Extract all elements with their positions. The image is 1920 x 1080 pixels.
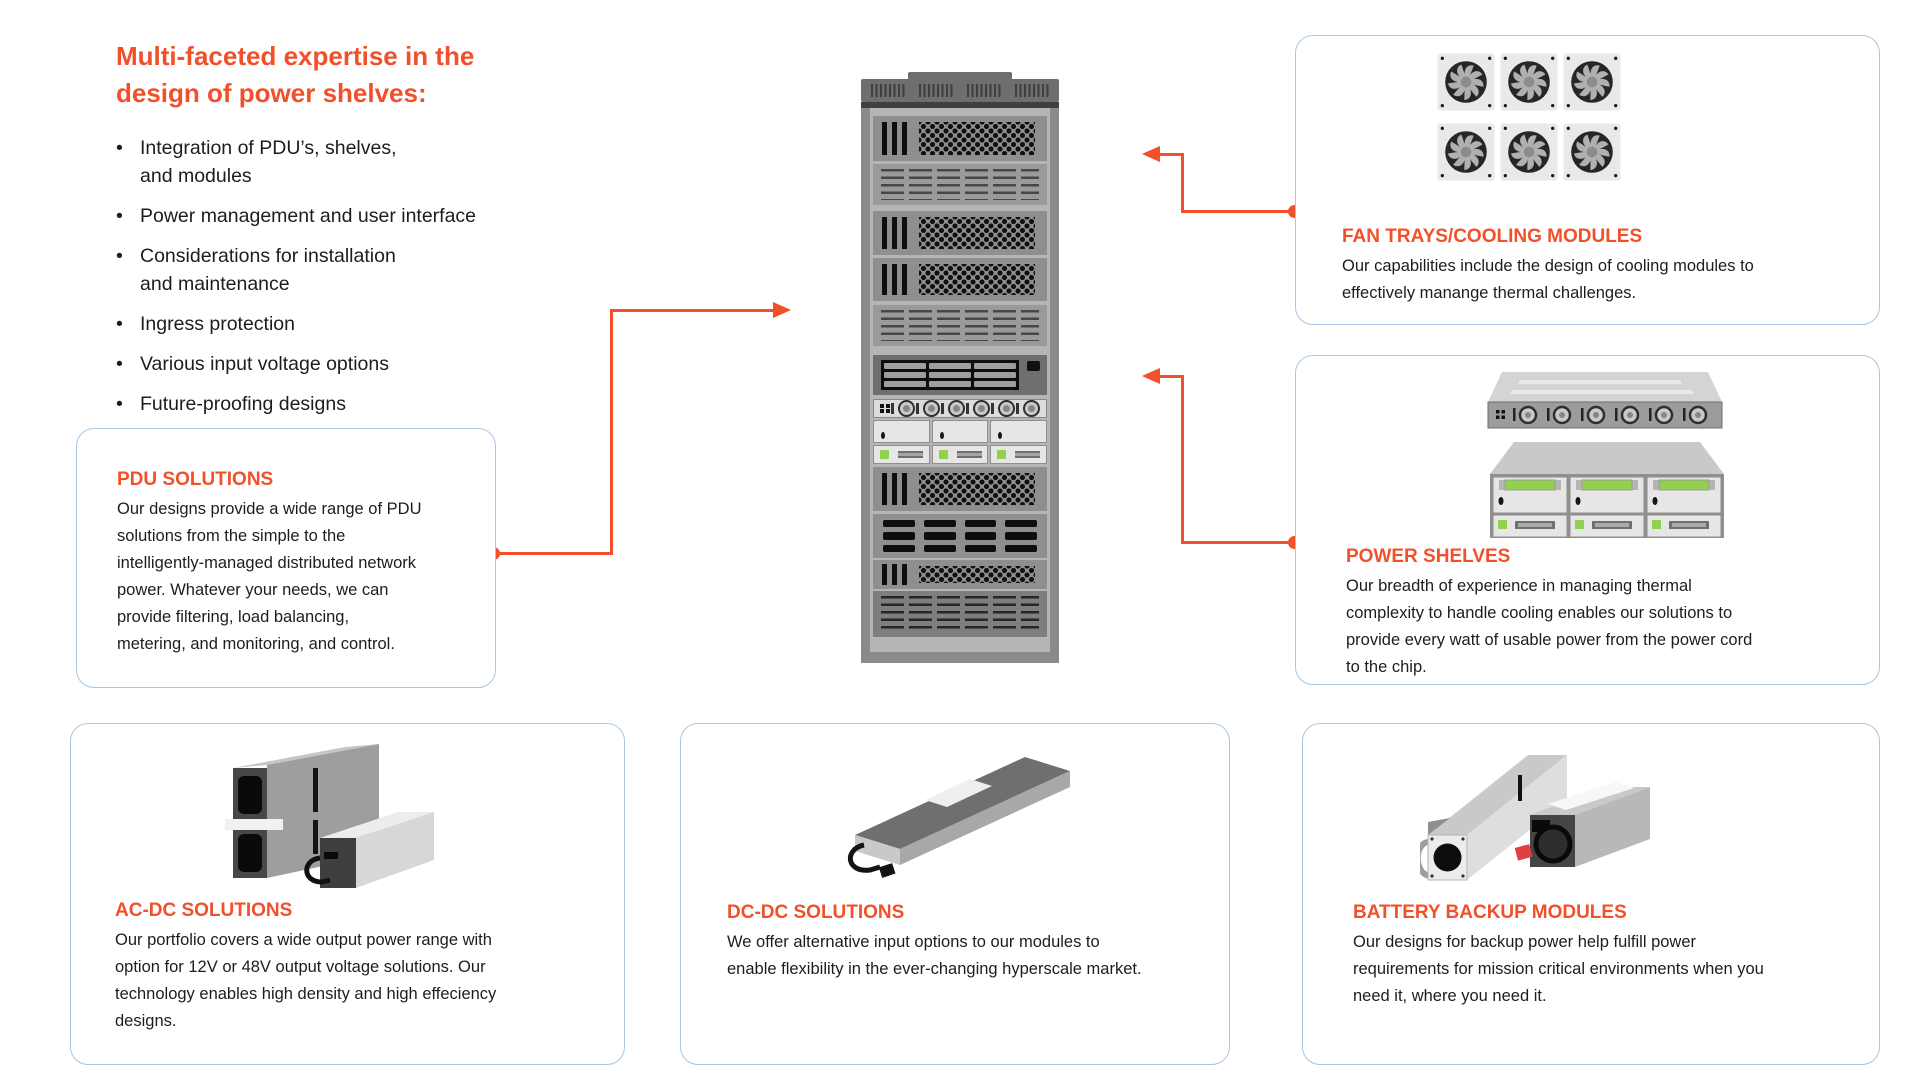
bullet-item: Power management and user interface bbox=[116, 202, 596, 230]
dc-dc-title: DC-DC SOLUTIONS bbox=[727, 902, 905, 923]
page-title: Multi-faceted expertise in the design of… bbox=[116, 41, 475, 108]
fan-icon bbox=[941, 400, 965, 417]
battery-backup-body: Our designs for backup power help fulfil… bbox=[1353, 933, 1764, 1005]
power-shelves-body: Our breadth of experience in managing th… bbox=[1346, 577, 1753, 676]
rack-cap-vents bbox=[967, 84, 1001, 97]
arrowhead-icon bbox=[1142, 146, 1160, 162]
rack-unit-perforated bbox=[873, 211, 1047, 255]
power-module-led bbox=[997, 450, 1007, 459]
power-module-led bbox=[938, 450, 948, 459]
arrowhead-icon bbox=[1142, 368, 1160, 384]
rack-unit-perforated bbox=[873, 467, 1047, 511]
power-shelves-title: POWER SHELVES bbox=[1346, 546, 1511, 567]
rack-unit-vent bbox=[873, 164, 1047, 205]
rack-cap-vents bbox=[1015, 84, 1049, 97]
pdu-solutions-card: PDU SOLUTIONS Our designs provide a wide… bbox=[76, 428, 496, 688]
fan-icon bbox=[1437, 53, 1495, 111]
rack-unit-vent bbox=[873, 591, 1047, 637]
rack-unit-power-shelf-bottom bbox=[873, 445, 1047, 464]
rack-top-cap bbox=[861, 79, 1059, 102]
bullet-item: Integration of PDU’s, shelves, and modul… bbox=[116, 134, 596, 190]
rack-unit-power-shelf-top bbox=[873, 420, 1047, 443]
rack-unit-perforated bbox=[873, 560, 1047, 589]
dc-dc-illustration bbox=[847, 757, 1070, 878]
bullet-item: Future-proofing designs bbox=[116, 390, 596, 418]
rack-body bbox=[861, 108, 1059, 663]
battery-backup-card: BATTERY BACKUP MODULES Our designs for b… bbox=[1302, 723, 1880, 1065]
arrowhead-icon bbox=[773, 302, 791, 318]
ac-dc-title: AC-DC SOLUTIONS bbox=[115, 900, 293, 921]
rack-unit-server bbox=[873, 355, 1047, 395]
rack-cap-vents bbox=[871, 84, 905, 97]
pdu-solutions-title: PDU SOLUTIONS bbox=[117, 469, 274, 490]
rack-cap-vents bbox=[919, 84, 953, 97]
pdu-solutions-body: Our designs provide a wide range of PDU … bbox=[117, 500, 422, 653]
ac-dc-body: Our portfolio covers a wide output power… bbox=[115, 931, 497, 1030]
fan-trays-body: Our capabilities include the design of c… bbox=[1342, 257, 1754, 302]
dc-dc-body: We offer alternative input options to ou… bbox=[727, 933, 1142, 978]
fan-icon bbox=[966, 400, 990, 417]
battery-backup-illustration bbox=[1420, 755, 1650, 881]
fan-icon bbox=[991, 400, 1015, 417]
power-shelves-illustration bbox=[1487, 372, 1724, 538]
rack-unit-perforated bbox=[873, 116, 1047, 161]
fan-shelf-connector bbox=[880, 403, 890, 414]
expertise-bullet-list: Integration of PDU’s, shelves, and modul… bbox=[116, 134, 596, 418]
rack-unit-perforated bbox=[873, 258, 1047, 301]
fan-icon bbox=[1500, 53, 1558, 111]
fan-trays-title: FAN TRAYS/COOLING MODULES bbox=[1342, 226, 1643, 247]
server-chip bbox=[1027, 361, 1040, 371]
fan-icon bbox=[1563, 123, 1621, 181]
power-module-led bbox=[880, 450, 889, 459]
fan-icon bbox=[916, 400, 940, 417]
fan-icon bbox=[891, 400, 915, 417]
server-rack-illustration bbox=[861, 72, 1059, 663]
intro-panel: Multi-faceted expertise in the design of… bbox=[116, 38, 596, 430]
ac-dc-illustration bbox=[225, 744, 434, 888]
rack-unit-blanking bbox=[873, 514, 1047, 558]
fan-icon bbox=[1500, 123, 1558, 181]
rack-cap-strip bbox=[861, 102, 1059, 108]
rack-unit-vent bbox=[873, 305, 1047, 346]
fan-tray-illustration bbox=[1437, 53, 1621, 181]
rack-unit-fan-shelf bbox=[873, 399, 1047, 418]
fan-icon bbox=[1563, 53, 1621, 111]
fan-icon bbox=[1016, 400, 1040, 417]
bullet-item: Ingress protection bbox=[116, 310, 596, 338]
rack-top-tab bbox=[908, 72, 1012, 80]
dc-dc-solutions-card: DC-DC SOLUTIONS We offer alternative inp… bbox=[680, 723, 1230, 1065]
bullet-item: Various input voltage options bbox=[116, 350, 596, 378]
bullet-item: Considerations for installation and main… bbox=[116, 242, 596, 298]
fan-icon bbox=[1437, 123, 1495, 181]
battery-backup-title: BATTERY BACKUP MODULES bbox=[1353, 902, 1627, 923]
